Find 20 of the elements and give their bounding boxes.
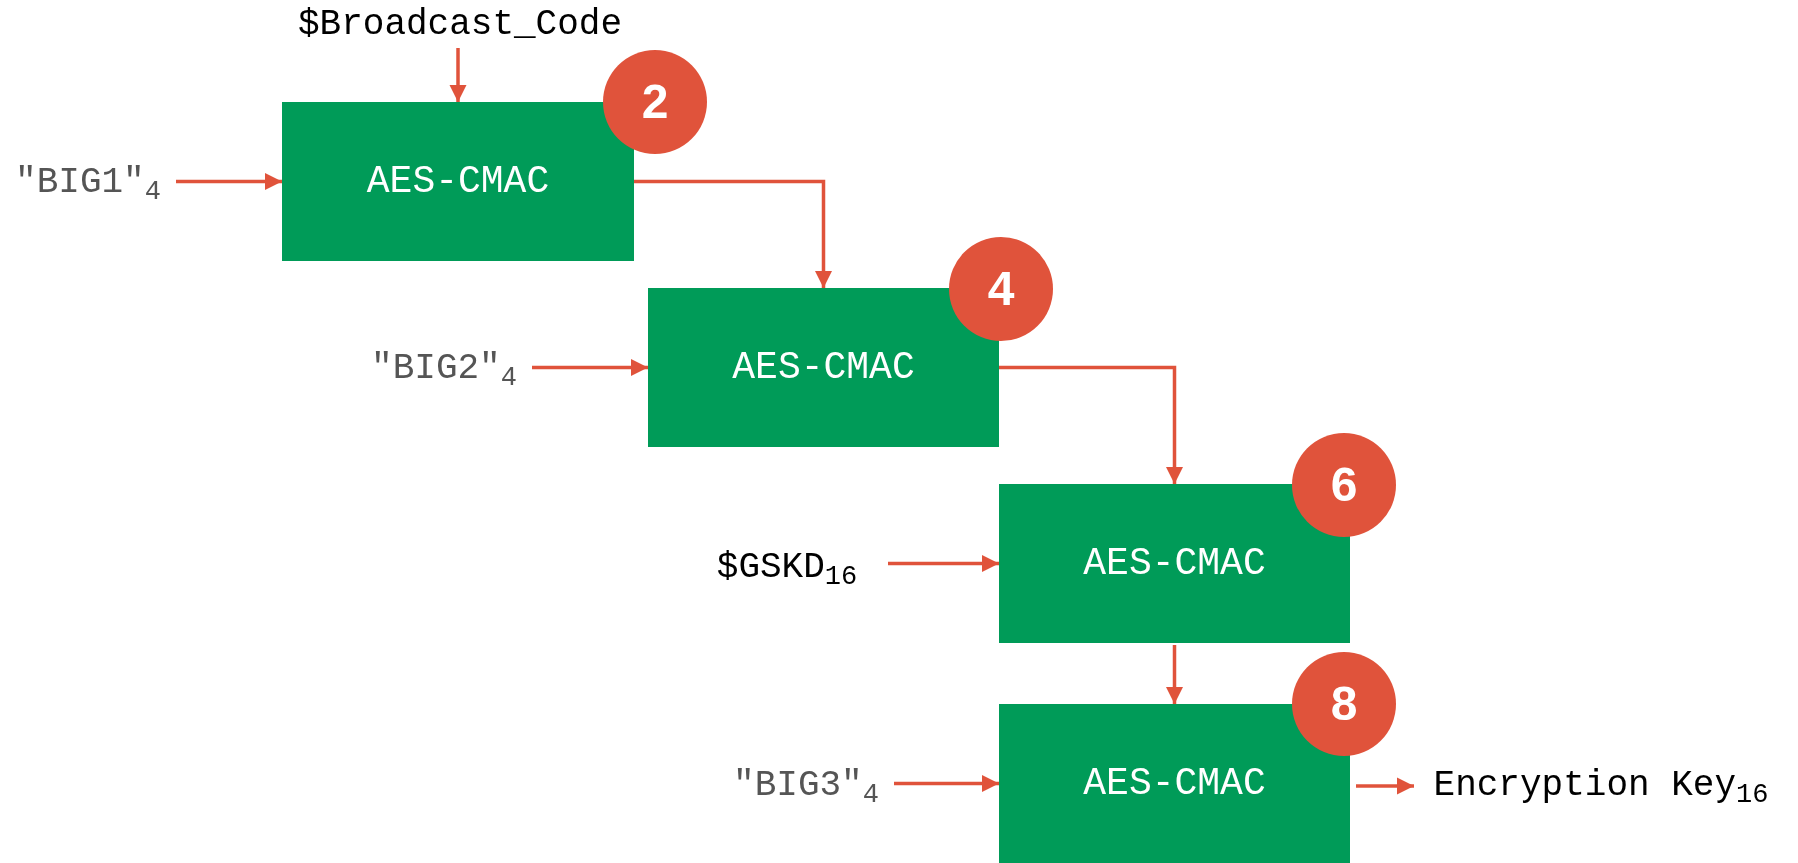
arrow [176, 172, 282, 191]
input-label: "BIG2"$_{4}$ [362, 346, 526, 392]
input-label: $Broadcast_Code [282, 4, 638, 46]
arrow [999, 365, 1184, 484]
step-badge: 6 [1292, 433, 1396, 537]
input-label: "BIG1"$_{4}$ [6, 160, 170, 206]
input-label: "BIG3"$_{4}$ [724, 763, 888, 809]
arrow [532, 358, 648, 377]
arrow [894, 774, 999, 793]
arrow [888, 554, 999, 573]
arrow [634, 179, 833, 288]
arrow [1356, 777, 1414, 795]
arrow [1165, 645, 1184, 704]
input-label: $GSKD$_{16}$ [692, 545, 882, 591]
step-badge: 4 [949, 237, 1053, 341]
process-box: AES-CMAC [282, 102, 634, 261]
step-badge: 2 [603, 50, 707, 154]
arrow [449, 48, 467, 102]
step-badge: 8 [1292, 652, 1396, 756]
output-label: Encryption Key$_{16}$ [1414, 763, 1788, 809]
